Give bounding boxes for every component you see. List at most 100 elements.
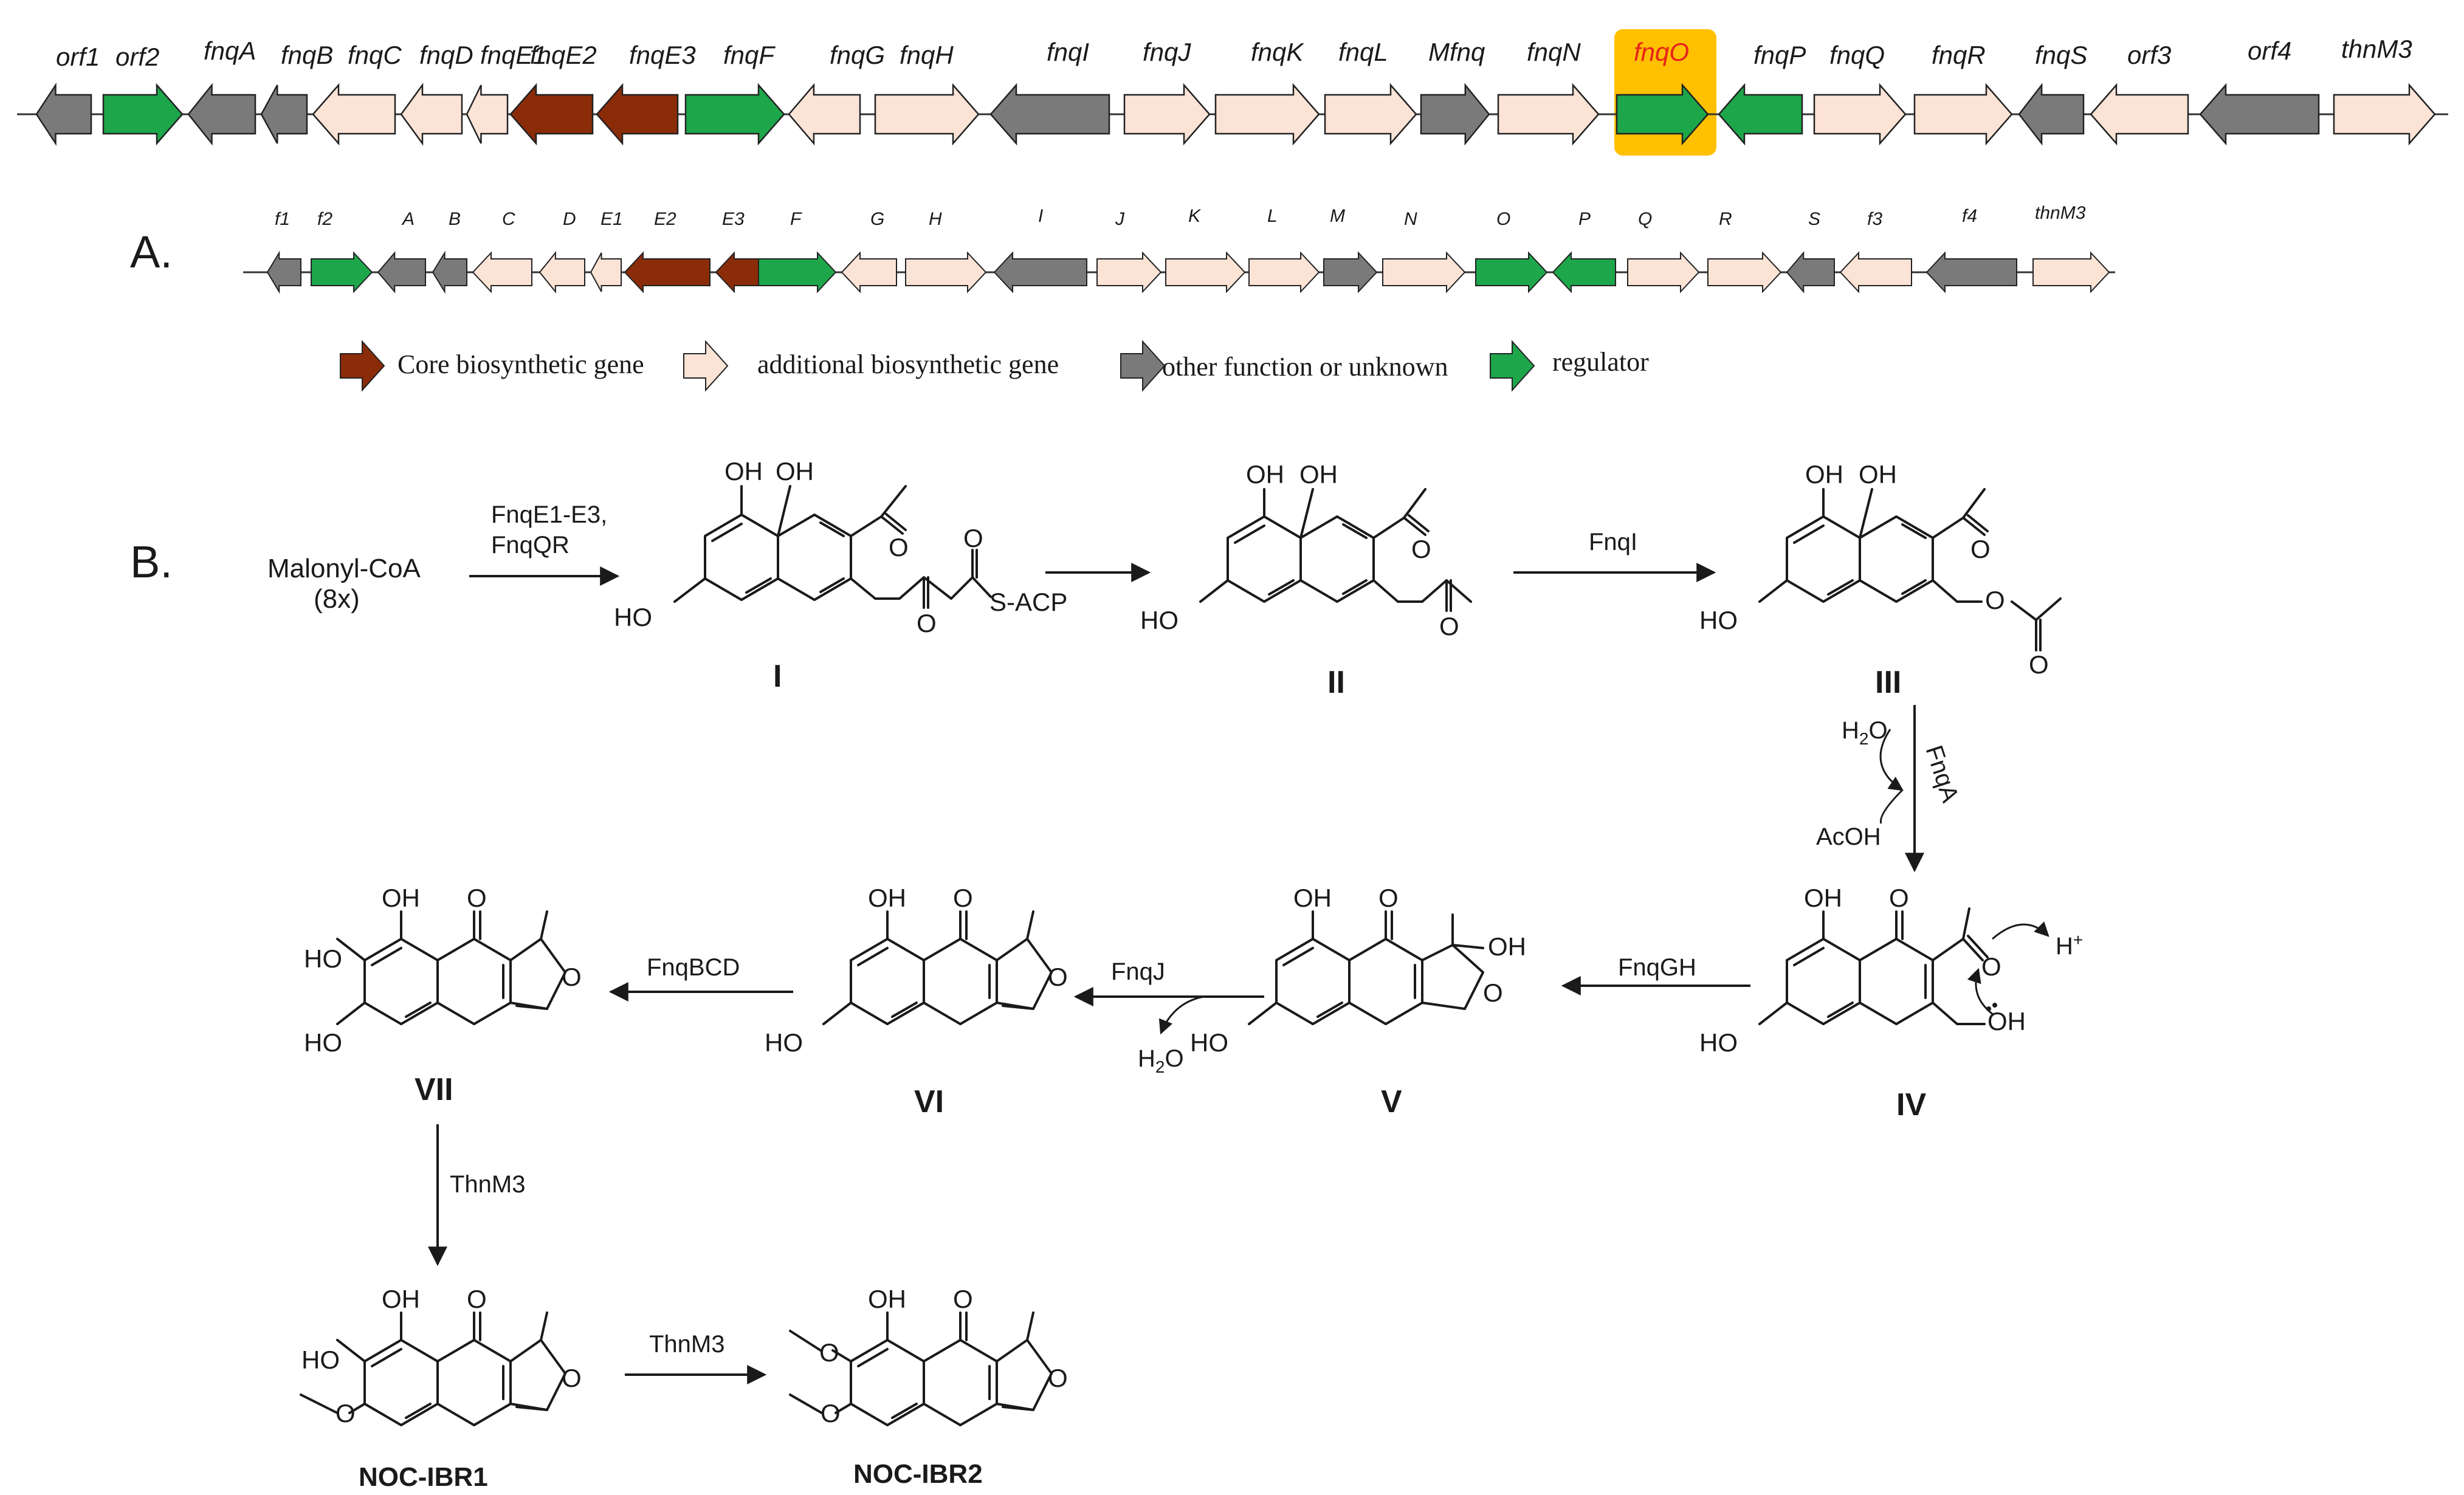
gene-arrow-fnqG (788, 83, 861, 146)
gene-arrow-fnqF (684, 83, 785, 146)
svg-text:O: O (467, 884, 487, 912)
compound-noc-ibr1-structure: OH O O HO O (300, 1285, 582, 1428)
compound-V-structure: OH O OH O HO (1190, 884, 1526, 1057)
gene-arrow-fnqE3 (596, 83, 679, 146)
small-gene-arrow-L (1248, 251, 1320, 294)
svg-text:HO: HO (765, 1028, 803, 1057)
h2o-out-label: H2O (1138, 1045, 1184, 1076)
small-gene-label-B: B (449, 209, 461, 229)
svg-text:O: O (1985, 586, 2005, 614)
svg-text:O: O (562, 1364, 582, 1392)
svg-text:O: O (562, 963, 582, 991)
svg-text:OH: OH (868, 884, 906, 912)
small-gene-arrow-K (1165, 251, 1246, 294)
legend-item-regulator: regulator (1490, 340, 1649, 392)
small-gene-arrow-thnM3 (2032, 251, 2110, 294)
legend-core-text: Core biosynthetic gene (397, 349, 644, 379)
small-gene-label-I: I (1038, 206, 1043, 226)
small-gene-arrow-O (1475, 251, 1548, 294)
compound-noc-ibr2-label: NOC-IBR2 (853, 1459, 983, 1489)
gene-arrow-fnqR (1913, 83, 2013, 146)
small-gene-arrow-P (1552, 251, 1616, 294)
legend-item-additional: additional biosynthetic gene (683, 340, 1059, 392)
gene-label-fnqN: fnqN (1527, 38, 1581, 66)
small-gene-label-C: C (502, 209, 515, 229)
svg-text:O: O (1378, 884, 1399, 912)
gene-label-fnqE1: fnqE1 (480, 41, 547, 69)
panel-a-label: A. (130, 227, 173, 277)
svg-text:HO: HO (614, 603, 652, 631)
gene-label-orf3: orf3 (2127, 41, 2171, 69)
small-gene-label-E2: E2 (654, 209, 676, 229)
small-gene-label-K: K (1188, 206, 1202, 226)
small-gene-arrow-f3 (1839, 251, 1912, 294)
gene-label-fnqL: fnqL (1338, 38, 1388, 66)
svg-text:O: O (917, 609, 937, 638)
small-gene-label-A: A (401, 209, 415, 229)
gene-label-fnqK: fnqK (1251, 38, 1304, 66)
svg-text:O: O (1889, 884, 1909, 912)
gene-label-fnqB: fnqB (281, 41, 333, 69)
compound-I-label: I (773, 659, 782, 694)
start-material-name: Malonyl-CoA (267, 554, 421, 583)
svg-text:O: O (1483, 978, 1503, 1007)
small-gene-label-G: G (870, 209, 884, 229)
svg-text:OH: OH (1299, 460, 1338, 489)
small-gene-label-E1: E1 (601, 209, 623, 229)
h2o-in-label: H2O (1842, 717, 1888, 748)
gene-arrow-orf1 (35, 82, 92, 146)
compound-V-label: V (1381, 1084, 1402, 1119)
panel-b-pathway: B. Malonyl-CoA (8x) FnqE1-E3, FnqQR OH O… (130, 457, 2083, 1492)
compound-VII-structure: OH O O HO HO (304, 884, 582, 1057)
gene-arrow-fnqE2 (509, 83, 594, 146)
gene-label-orf1: orf1 (56, 43, 100, 71)
gene-label-fnqS: fnqS (2035, 41, 2087, 69)
svg-text:OH: OH (868, 1285, 906, 1313)
gene-label-fnqE2: fnqE2 (530, 41, 597, 69)
svg-text:OH: OH (382, 884, 420, 912)
gene-legend: Core biosynthetic gene additional biosyn… (340, 340, 1649, 392)
gene-label-fnqE3: fnqE3 (629, 41, 696, 69)
gene-label-fnqP: fnqP (1753, 41, 1806, 69)
svg-text:H+: H+ (2056, 930, 2083, 960)
small-gene-arrow-M (1323, 251, 1378, 294)
legend-other-arrow-icon (1120, 340, 1166, 392)
small-gene-arrow-E1 (590, 252, 622, 292)
sacp-group: S-ACP (989, 588, 1067, 616)
compound-IV-label: IV (1896, 1087, 1926, 1122)
gene-label-orf4: orf4 (2248, 36, 2291, 65)
acoh-curved-arrow (1879, 789, 1904, 824)
gene-arrow-fnqL (1324, 83, 1417, 146)
small-gene-label-f1: f1 (275, 209, 290, 229)
small-gene-label-f4: f4 (1962, 206, 1977, 226)
enzyme-label-4: FnqGH (1618, 954, 1696, 981)
small-gene-arrow-F (758, 251, 837, 294)
legend-regulator-text: regulator (1552, 347, 1649, 377)
gene-label-thnM3: thnM3 (2341, 35, 2412, 63)
svg-text:HO: HO (1699, 1028, 1738, 1057)
svg-text:HO: HO (301, 1345, 340, 1374)
enzyme-label-2: FnqI (1589, 529, 1637, 555)
svg-text:O: O (467, 1285, 487, 1313)
small-gene-label-N: N (1404, 209, 1417, 229)
small-gene-arrow-Q (1627, 251, 1700, 294)
gene-arrow-thnM3 (2333, 83, 2436, 146)
acoh-label: AcOH (1816, 823, 1881, 850)
gene-arrow-orf4 (2199, 83, 2320, 146)
legend-additional-text: additional biosynthetic gene (757, 349, 1059, 379)
small-gene-arrow-D (539, 251, 585, 294)
gene-arrow-fnqC (312, 83, 396, 146)
gene-arrow-fnqN (1497, 83, 1600, 146)
compound-III-structure: OH OH O O O HO (1699, 460, 2062, 679)
gene-arrow-fnqK (1214, 83, 1320, 146)
gene-label-fnqI: fnqI (1047, 38, 1089, 66)
small-gene-label-R: R (1719, 209, 1732, 229)
small-gene-arrow-f4 (1925, 251, 2017, 294)
gene-arrow-fnqE1 (466, 84, 509, 144)
small-gene-arrow-f1 (266, 250, 301, 294)
gene-arrow-fnqS (2018, 83, 2085, 146)
gene-arrow-fnqB (260, 84, 308, 144)
small-gene-arrow-A (377, 251, 426, 294)
